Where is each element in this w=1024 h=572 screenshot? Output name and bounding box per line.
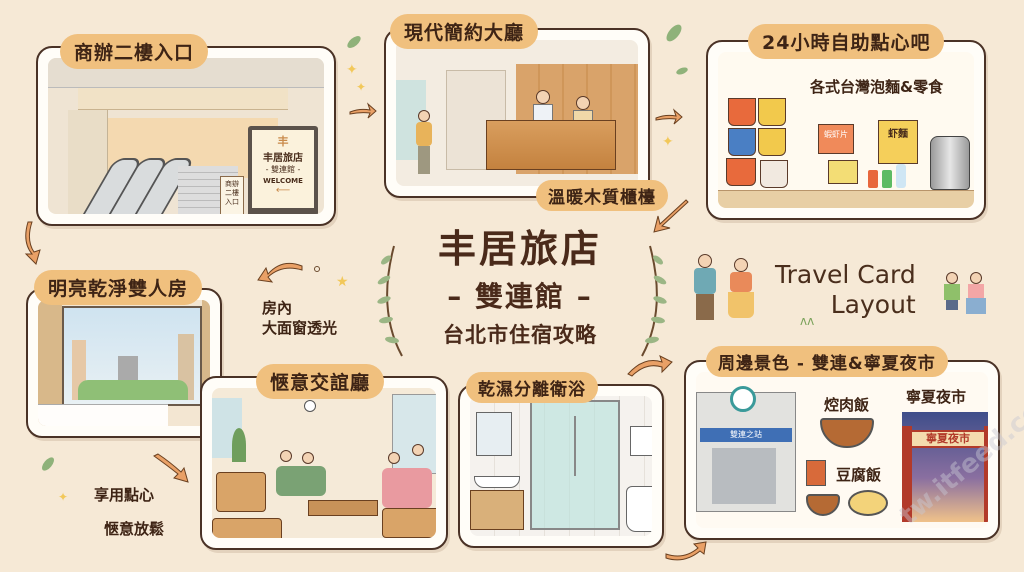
room-card: 明亮乾淨雙人房 <box>26 270 222 438</box>
hotel-name: 丰居旅店 <box>437 227 602 271</box>
branch-name: – 雙連館 – <box>447 280 593 313</box>
bathroom-card: 乾濕分離衛浴 <box>458 372 664 548</box>
traveler-couple-illustration <box>688 254 768 324</box>
lounge-note-snacks: 享用點心 <box>94 486 155 504</box>
snack-caption: 各式台灣泡麵&零食 <box>810 78 944 96</box>
hotel-logo: 丰 <box>277 135 289 148</box>
room-note-line1: 房內 <box>262 299 293 317</box>
laurel-right-icon <box>641 245 667 357</box>
kids-illustration <box>940 272 1000 322</box>
arrow-down-right-icon <box>153 453 189 483</box>
small-floor-sign: 商辦 二樓 入口 <box>220 176 244 214</box>
station-sign: 雙連之站 <box>700 428 792 442</box>
lounge-illustration <box>212 388 436 538</box>
rice-bowl-icon <box>820 418 874 448</box>
snack-bar-illustration: 各式台灣泡麵&零食 蝦虾片 虾麵 <box>718 52 974 208</box>
wood-counter <box>486 120 616 170</box>
lounge-card: 愜意交誼廳 <box>200 364 448 550</box>
sparkle-icon: ✦ <box>346 62 358 78</box>
night-market-gate-sign: 寧夏夜市 <box>910 430 986 448</box>
room-label: 明亮乾淨雙人房 <box>34 270 203 305</box>
dot-icon <box>314 266 320 272</box>
travel-card-heading: Travel Card Layout <box>775 260 916 320</box>
snack-bar-card: 各式台灣泡麵&零食 蝦虾片 虾麵 24小時自助點心吧 <box>706 24 986 220</box>
sign-hotel-name: 丰居旅店 <box>263 153 303 164</box>
arrow-curved-right-icon <box>627 355 673 377</box>
lounge-note-relax: 愜意放鬆 <box>104 520 165 538</box>
hero-title: 丰居旅店 – 雙連館 – 台北市住宿攻略 <box>400 218 640 349</box>
bathroom-illustration <box>470 396 652 536</box>
arrow-curved-right-icon <box>665 541 707 561</box>
leaf-icon <box>663 22 685 44</box>
welcome-sign: 丰 丰居旅店 - 雙連館 - WELCOME ⟵ <box>248 126 318 214</box>
room-note: 房內 大面窗透光 <box>262 298 337 338</box>
snack-bag: 虾麵 <box>878 120 918 164</box>
lobby-label: 現代簡約大廳 <box>390 14 539 49</box>
sign-welcome: WELCOME <box>263 177 303 185</box>
arrow-down-left-icon <box>653 199 689 233</box>
food-tofu-rice: 豆腐飯 <box>836 466 882 484</box>
leaf-icon <box>39 455 57 473</box>
arrow-right-icon <box>349 102 377 119</box>
hot-water-urn <box>930 136 970 190</box>
food-braised-pork-rice: 焢肉飯 <box>824 396 870 414</box>
wall-clock-icon <box>304 400 316 412</box>
toilet <box>626 486 652 532</box>
leaf-icon <box>345 33 363 51</box>
travel-card-line2: Layout <box>830 290 916 319</box>
snack-bar-label: 24小時自助點心吧 <box>748 24 945 59</box>
lobby-illustration <box>396 40 638 186</box>
travel-card-line1: Travel Card <box>775 260 916 289</box>
tagline: 台北市住宿攻略 <box>443 323 597 347</box>
night-market-title: 寧夏夜市 <box>906 388 967 406</box>
entrance-label: 商辦二樓入口 <box>60 34 209 69</box>
nearby-illustration: 雙連之站 焢肉飯 豆腐飯 寧夏夜市 寧夏夜市 <box>696 372 988 528</box>
arrow-right-icon <box>655 108 683 125</box>
arrow-left-icon: ⟵ <box>275 185 291 196</box>
arrow-curved-left-icon <box>257 262 303 283</box>
nearby-card: 雙連之站 焢肉飯 豆腐飯 寧夏夜市 寧夏夜市 周邊景色 - 雙連&寧夏夜市 <box>684 346 1000 540</box>
leaf-icon <box>675 66 689 76</box>
star-icon: ★ <box>336 274 349 290</box>
lobby-card: 現代簡約大廳 溫暖木質櫃檯 <box>384 14 668 211</box>
sign-branch: - 雙連館 - <box>265 165 301 174</box>
grass-icon: ᴧᴧ <box>800 314 815 328</box>
lobby-caption: 溫暖木質櫃檯 <box>536 180 668 211</box>
lounge-label: 愜意交誼廳 <box>256 364 385 399</box>
sparkle-icon: ✦ <box>58 490 69 504</box>
entrance-illustration: 商辦 二樓 入口 丰 丰居旅店 - 雙連館 - WELCOME ⟵ <box>48 58 324 214</box>
entrance-card: 商辦 二樓 入口 丰 丰居旅店 - 雙連館 - WELCOME ⟵ 商辦二樓入口 <box>36 34 336 226</box>
bathroom-label: 乾濕分離衛浴 <box>466 372 598 403</box>
bed <box>38 404 168 426</box>
sparkle-icon: ✦ <box>662 134 674 150</box>
mrt-logo-icon <box>730 386 756 412</box>
room-note-line2: 大面窗透光 <box>262 319 338 337</box>
sparkle-icon: ✦ <box>356 80 367 94</box>
laurel-left-icon <box>377 245 403 357</box>
snack-bag: 蝦虾片 <box>818 124 854 154</box>
room-illustration <box>38 300 210 426</box>
nearby-label: 周邊景色 - 雙連&寧夏夜市 <box>706 346 948 377</box>
arrow-down-icon <box>24 221 41 265</box>
